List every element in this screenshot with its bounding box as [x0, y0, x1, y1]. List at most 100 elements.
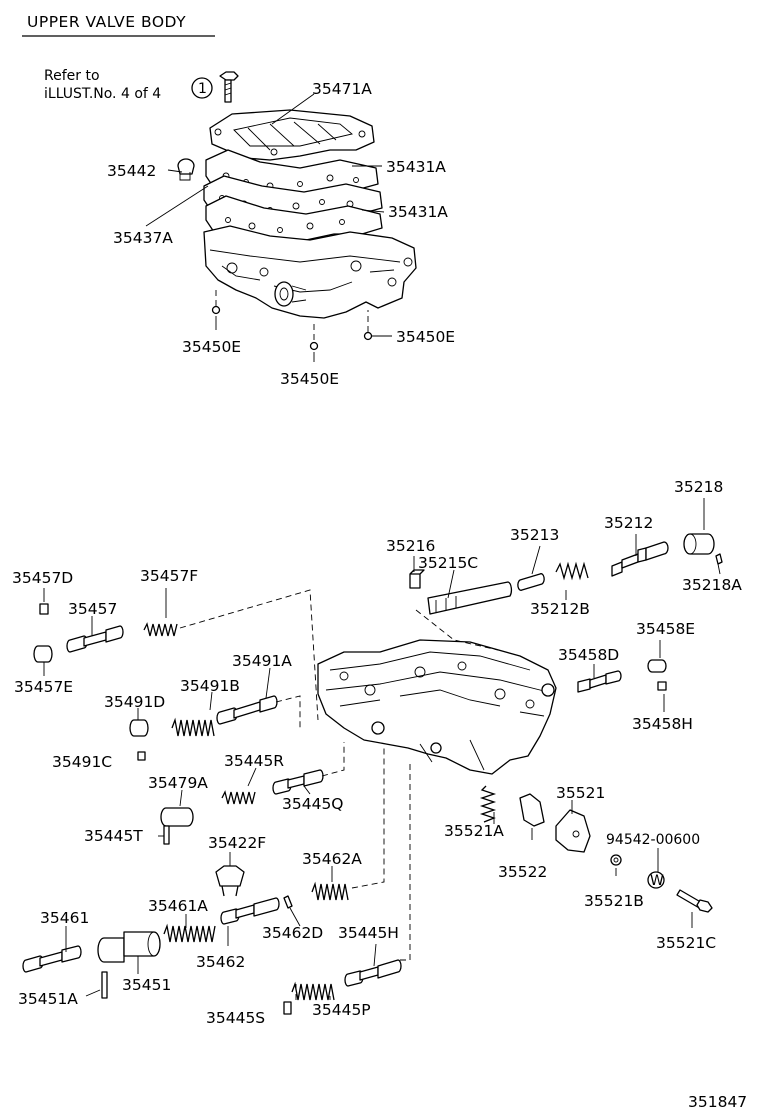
reference-circle-number: 1	[198, 81, 207, 97]
washer-marking: W	[650, 873, 664, 889]
refer-line-1: Refer to	[44, 68, 100, 84]
leader-35445H	[373, 943, 377, 967]
part-35491A-valve	[216, 695, 278, 725]
label-35451: 35451	[122, 976, 171, 994]
part-35521A-spring	[479, 785, 497, 823]
label-35422F: 35422F	[208, 834, 266, 852]
part-94542-washer	[647, 871, 665, 889]
label-35431A-top: 35431A	[386, 158, 446, 176]
part-35491C-clip	[137, 751, 146, 761]
part-35457-valve	[66, 625, 124, 653]
part-35458E-plug	[647, 659, 667, 673]
part-35445T-pin	[163, 825, 170, 845]
leader-35215C	[447, 569, 455, 599]
part-35450E-ball-right	[363, 331, 373, 341]
label-35522: 35522	[498, 863, 547, 881]
label-35462D: 35462D	[262, 924, 323, 942]
label-35521C: 35521C	[656, 934, 716, 952]
part-35491B-spring	[171, 717, 215, 737]
dash-35462A-body	[351, 746, 385, 889]
part-35218-plug	[683, 533, 715, 555]
dash-35445Q-body	[321, 742, 345, 777]
label-35218: 35218	[674, 478, 723, 496]
part-35521-plate	[555, 809, 591, 853]
label-35461A: 35461A	[148, 897, 208, 915]
label-35491A: 35491A	[232, 652, 292, 670]
part-35212-valve	[611, 541, 669, 577]
leader-35437A	[145, 185, 209, 227]
washer-hole	[613, 857, 619, 863]
refer-line-2: iLLUST.No. 4 of 4	[44, 86, 161, 102]
label-35445Q: 35445Q	[282, 795, 344, 813]
leader-35445R	[247, 767, 257, 787]
part-35450E-ball-bottom	[309, 341, 319, 351]
leader-35491B	[209, 691, 213, 711]
label-35491C: 35491C	[52, 753, 112, 771]
reference-circle	[191, 77, 213, 99]
leader-35471A	[271, 93, 315, 125]
label-35451A: 35451A	[18, 990, 78, 1008]
label-35431A-bottom: 35431A	[388, 203, 448, 221]
part-35457F-spring	[143, 622, 178, 637]
label-35471A: 35471A	[312, 80, 372, 98]
dash-balls-upper	[215, 290, 369, 340]
leader-35451A	[85, 989, 101, 997]
leader-35462D	[289, 907, 301, 927]
part-35450E-ball-left	[211, 305, 221, 315]
part-35445S-clip	[283, 1001, 292, 1015]
label-35462A: 35462A	[302, 850, 362, 868]
label-35445H: 35445H	[338, 924, 399, 942]
label-35491B: 35491B	[180, 677, 240, 695]
label-35212: 35212	[604, 514, 653, 532]
leader-35218A	[717, 563, 721, 575]
part-35451-sleeve	[97, 931, 161, 963]
upper-valve-body-casting	[203, 225, 417, 319]
leader-35431A-bottom	[361, 209, 385, 213]
part-35522-piston	[519, 793, 545, 827]
part-35461A-spring	[163, 923, 216, 943]
label-35458E: 35458E	[636, 620, 695, 638]
part-35212B-spring	[555, 561, 589, 581]
label-35521: 35521	[556, 784, 605, 802]
part-35461-valve	[22, 945, 82, 973]
part-35445Q-valve	[272, 769, 324, 795]
label-35213: 35213	[510, 526, 559, 544]
leader-35491A	[265, 667, 271, 699]
label-35458H: 35458H	[632, 715, 693, 733]
part-35458D-valve	[577, 670, 622, 693]
part-35457E-plug	[33, 645, 53, 663]
part-35458H-clip	[657, 681, 667, 691]
label-35442: 35442	[107, 162, 156, 180]
label-35521A: 35521A	[444, 822, 504, 840]
part-35442-check-ball	[177, 158, 195, 181]
label-35450E-bottom: 35450E	[280, 370, 339, 388]
label-35457D: 35457D	[12, 569, 73, 587]
label-35462: 35462	[196, 953, 245, 971]
leader-35213	[531, 545, 541, 575]
part-35218A-clip	[715, 553, 723, 565]
label-35218A: 35218A	[682, 576, 742, 594]
diagram-title: UPPER VALVE BODY	[27, 13, 186, 31]
label-35479A: 35479A	[148, 774, 208, 792]
part-35215C-sleeve	[427, 581, 513, 615]
part-35445P-spring	[291, 981, 335, 1001]
part-35451A-pin	[101, 971, 108, 999]
label-35445R: 35445R	[224, 752, 284, 770]
label-35437A: 35437A	[113, 229, 173, 247]
label-35445S: 35445S	[206, 1009, 265, 1027]
label-35521B: 35521B	[584, 892, 644, 910]
label-35491D: 35491D	[104, 693, 165, 711]
dash-35491-body	[275, 695, 301, 730]
label-94542-00600: 94542-00600	[606, 832, 700, 848]
leader-35445Q	[303, 785, 311, 795]
label-35445T: 35445T	[84, 827, 143, 845]
part-35491D-plug	[129, 719, 149, 737]
part-35216-retainer	[409, 569, 425, 589]
part-35445H-valve	[344, 959, 402, 987]
label-35212B: 35212B	[530, 600, 590, 618]
bolt-top	[219, 71, 239, 103]
part-35445R-spring	[221, 790, 256, 805]
part-35521C-bolt	[676, 889, 713, 913]
